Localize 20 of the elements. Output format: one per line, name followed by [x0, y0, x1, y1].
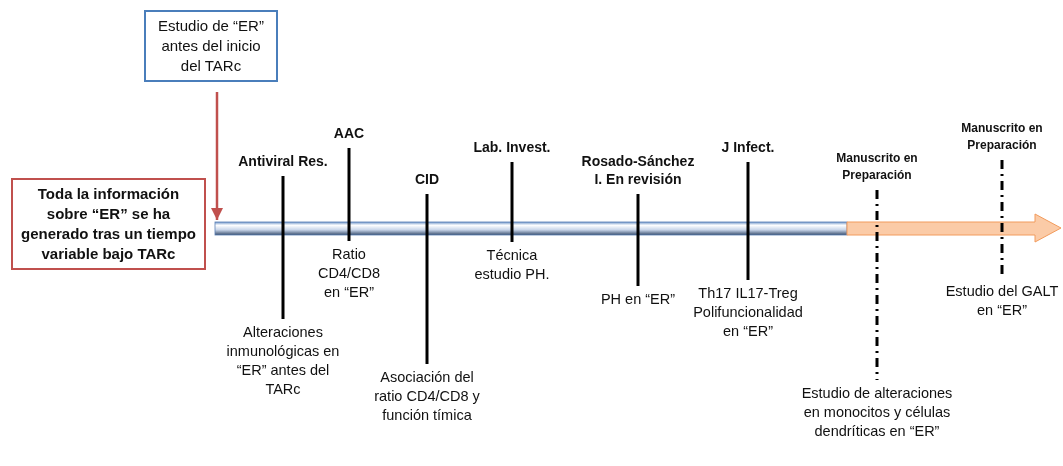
- event-description: Th17 IL17-Treg Polifuncionalidad en “ER”: [693, 284, 803, 341]
- event-description: Alteraciones inmunológicas en “ER” antes del TARc: [225, 323, 341, 399]
- publication-label: J Infect.: [721, 138, 775, 156]
- timeline-arrow-drawing: [215, 214, 1063, 242]
- publication-label: AAC: [333, 124, 365, 142]
- arrow: [210, 92, 224, 220]
- event-description: Estudio de alteraciones en monocitos y células dendríticas en “ER”: [800, 384, 954, 441]
- publication-label: Rosado-Sánchez I. En revisión: [580, 152, 696, 188]
- event-description: Ratio CD4/CD8 en “ER”: [316, 245, 381, 302]
- event-description: PH en “ER”: [599, 290, 677, 309]
- event-description: Técnica estudio PH.: [473, 246, 551, 284]
- event-description: Estudio del GALT en “ER”: [944, 282, 1060, 320]
- event-description: Asociación del ratio CD4/CD8 y función tímica: [373, 368, 481, 425]
- publication-label: Manuscrito en Preparación: [835, 150, 919, 184]
- publication-label: CID: [414, 170, 440, 188]
- publication-label: Manuscrito en Preparación: [960, 120, 1044, 154]
- text-box: Estudio de “ER” antes del inicio del TARc: [144, 10, 278, 82]
- text-box: Toda la información sobre “ER” se ha generado tras un tiempo variable bajo TARc: [11, 178, 206, 270]
- publication-label: Antiviral Res.: [238, 152, 328, 170]
- publication-label: Lab. Invest.: [473, 138, 551, 156]
